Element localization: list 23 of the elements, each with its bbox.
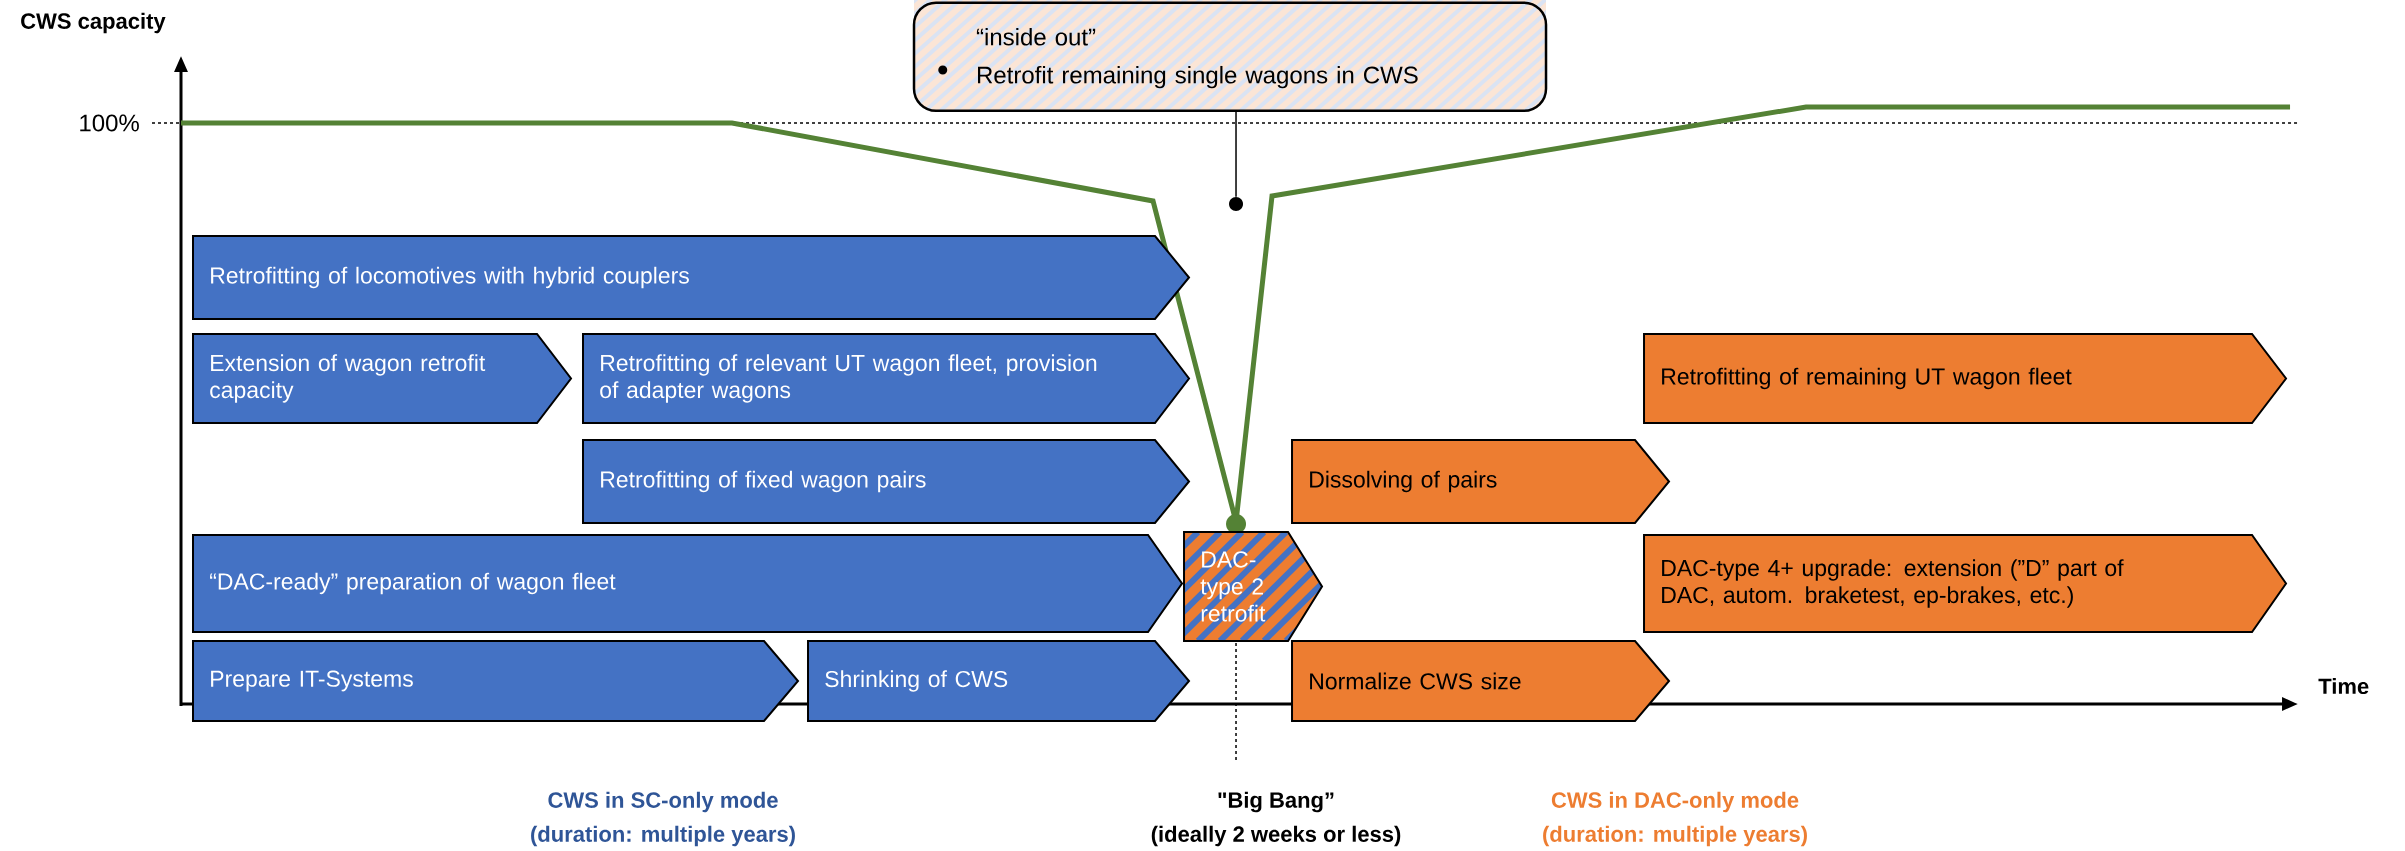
stage-box: “DAC-ready” preparation of wagon fleet: [192, 534, 1184, 633]
stage-box: Normalize CWS size: [1291, 640, 1671, 722]
stage-box: Retrofitting of fixed wagon pairs: [582, 439, 1191, 524]
stage-box: Retrofitting of locomotives with hybrid couplers: [192, 235, 1191, 320]
phase-label: (ideally 2 weeks or less): [1151, 825, 1401, 847]
phase-label: CWS in SC-only mode: [548, 791, 778, 813]
stage-box: Retrofitting of remaining UT wagon fleet: [1643, 333, 2288, 424]
marker-dot: [1229, 197, 1243, 211]
phase-label: (duration: multiple years): [1543, 825, 1807, 847]
stage-box: Extension of wagon retrofit capacity: [192, 333, 573, 424]
stage-box: DAC-type 4+ upgrade: extension (”D” part of DAC, autom. braketest, ep-brakes, etc.): [1643, 534, 2288, 633]
phase-label: (duration: multiple years): [531, 825, 795, 847]
leader-line: [1235, 111, 1237, 198]
stage-box: Retrofitting of relevant UT wagon fleet, provision of adapter wagons: [582, 333, 1191, 424]
stage-box: Dissolving of pairs: [1291, 439, 1671, 524]
phase-label: "Big Bang”: [1218, 791, 1334, 813]
axis-title: Time: [2318, 677, 2369, 695]
axis-title: CWS capacity: [21, 12, 166, 34]
stage-box: Prepare IT-Systems: [192, 640, 800, 722]
phase-label: CWS in DAC-only mode: [1551, 791, 1799, 813]
stage-box: Shrinking of CWS: [807, 640, 1191, 722]
callout-box: “inside out” Retrofit remaining single wagons in CWS: [912, 0, 1548, 112]
tick-label: 100%: [80, 114, 139, 132]
